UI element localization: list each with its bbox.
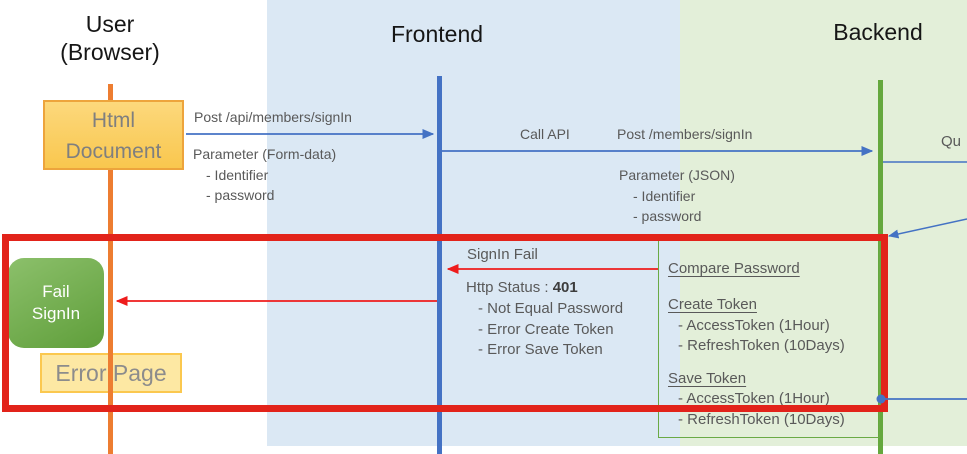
query-return-arrow	[887, 218, 967, 239]
msg-post-api-param-identifier: - Identifier	[206, 167, 269, 183]
html-document-line1: Html	[91, 109, 136, 132]
msg-call-api-caption: Call API	[520, 126, 570, 142]
msg-call-api-param-identifier: - Identifier	[633, 188, 696, 204]
save-token-connector-dot	[876, 394, 886, 404]
msg-call-api-param-title: Parameter (JSON)	[619, 167, 735, 183]
signin-fail-reason: - Error Save Token	[478, 341, 603, 358]
backend-lifeline	[878, 80, 883, 454]
msg-call-api-label: Post /members/signIn	[617, 126, 753, 142]
msg-http-status: Http Status : 401	[466, 279, 578, 296]
msg-post-api-param-title: Parameter (Form-data)	[193, 146, 337, 162]
fail-signin-box: Fail SignIn	[8, 258, 104, 348]
op-create-token-title: Create Token	[668, 296, 757, 313]
http-status-code: 401	[552, 279, 578, 296]
msg-post-api-param-password: - password	[206, 187, 275, 203]
op-create-token-item: - RefreshToken (10Days)	[678, 337, 845, 354]
failure-highlight-box	[2, 234, 888, 412]
op-create-token-item: - AccessToken (1Hour)	[678, 317, 830, 334]
user-title-line1: User	[85, 11, 135, 37]
actor-frontend-title: Frontend	[390, 21, 484, 47]
op-save-token-title: Save Token	[668, 370, 747, 387]
html-document-line2: Document	[65, 140, 162, 163]
signin-fail-reason: - Not Equal Password	[478, 300, 624, 317]
html-document-box: Html Document	[43, 100, 184, 170]
op-compare-password: Compare Password	[668, 260, 800, 277]
frontend-lifeline	[437, 76, 442, 454]
msg-signin-fail-label: SignIn Fail	[467, 246, 538, 263]
backend-band	[680, 0, 967, 446]
op-save-token-item: - RefreshToken (10Days)	[678, 411, 845, 428]
fail-signin-line2: SignIn	[31, 304, 81, 323]
frontend-band	[267, 0, 680, 446]
user-title-line2: (Browser)	[60, 39, 160, 65]
user-lifeline	[108, 84, 113, 454]
fail-signin-line1: Fail	[42, 282, 70, 301]
op-save-token-item: - AccessToken (1Hour)	[678, 390, 830, 407]
actor-user-title: User (Browser)	[10, 10, 210, 66]
http-status-prefix: Http Status :	[466, 279, 553, 296]
actor-backend-title: Backend	[833, 19, 923, 45]
msg-post-api-signin-label: Post /api/members/signIn	[194, 109, 352, 125]
msg-query-label: Qu	[941, 133, 962, 150]
msg-call-api-param-password: - password	[633, 208, 702, 224]
signin-fail-reason: - Error Create Token	[478, 321, 614, 338]
